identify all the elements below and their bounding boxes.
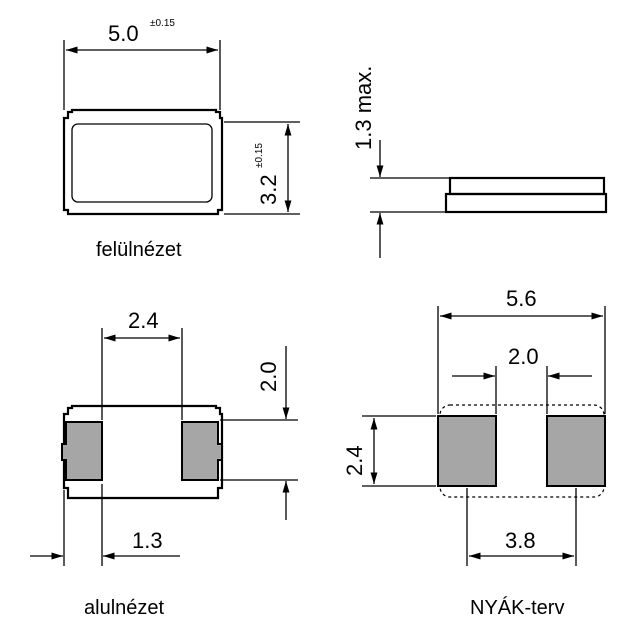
bottom-view-body	[62, 404, 224, 500]
top-width-label: 5.0	[108, 21, 139, 46]
pcb-pad-span-label: 3.8	[505, 528, 536, 553]
top-view-caption: felülnézet	[96, 239, 182, 261]
side-view-base	[444, 192, 608, 214]
pcb-layout: 5.6 2.0 2.4 3.8 NYÁK-terv	[342, 286, 606, 619]
pcb-component-outline	[439, 404, 605, 498]
bottom-pad-right	[181, 421, 223, 481]
pcb-pad-height-label: 2.4	[342, 445, 367, 476]
pcb-layout-caption: NYÁK-terv	[470, 596, 564, 619]
pcb-pad-left	[437, 415, 497, 487]
side-height-label: 1.3 max.	[351, 66, 376, 150]
bottom-view-caption: alulnézet	[84, 597, 165, 619]
top-height-label: 3.2	[256, 174, 281, 205]
top-view-lid	[71, 123, 213, 203]
top-width-tolerance: ±0.15	[150, 18, 175, 29]
bottom-pad-left	[61, 421, 103, 481]
top-height-tolerance: ±0.15	[254, 143, 265, 168]
bottom-pad-height-label: 2.0	[256, 361, 281, 392]
pcb-gap-label: 2.0	[508, 344, 539, 369]
bottom-pitch-label: 2.4	[128, 308, 159, 333]
side-view-lid	[448, 176, 606, 196]
pcb-pad-right	[546, 415, 606, 487]
bottom-view: 2.4 2.0 1.3 alulnézet	[30, 308, 298, 619]
top-view-body	[62, 108, 224, 216]
top-view: 5.0 ±0.15 3.2 ±0.15 felülnézet	[62, 18, 300, 261]
bottom-pad-width-label: 1.3	[132, 528, 163, 553]
pcb-overall-width-label: 5.6	[506, 286, 537, 311]
side-view: 1.3 max.	[351, 66, 608, 258]
